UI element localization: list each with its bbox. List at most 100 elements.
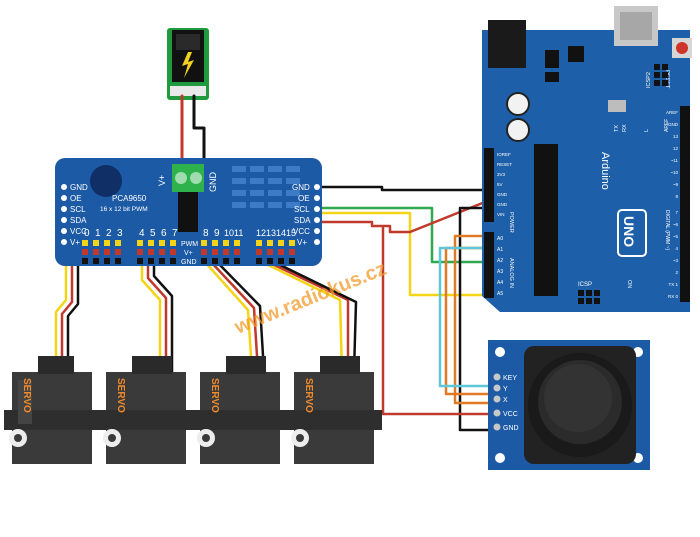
channel-4-label: 4 bbox=[139, 228, 145, 239]
wire-joy-vcc bbox=[381, 226, 496, 416]
pca-header-pins bbox=[82, 240, 295, 264]
channel-3-label: 3 bbox=[117, 228, 123, 239]
pin-a0: A0 bbox=[497, 236, 503, 242]
pca-left-pin-sda: SDA bbox=[70, 216, 87, 225]
pin-d12: 12 bbox=[673, 146, 679, 151]
channel-10-label: 10 bbox=[224, 228, 234, 238]
atmega-chip bbox=[534, 144, 558, 296]
channel-5-label: 5 bbox=[150, 228, 156, 239]
pca-left-pin-gnd: GND bbox=[70, 183, 88, 192]
wire-scl-a5 bbox=[316, 206, 494, 264]
servo-4-label: SERVO bbox=[303, 378, 314, 413]
pca-left-pin-vplus: V+ bbox=[70, 238, 80, 247]
pin-d7: 7 bbox=[675, 210, 678, 215]
pca-left-pins: GND OE SCL SDA VCC V+ bbox=[61, 183, 88, 247]
channel-13-label: 13 bbox=[266, 228, 276, 238]
channel-11-label: 11 bbox=[234, 228, 243, 238]
rx-label: RX bbox=[622, 124, 628, 132]
pin-a3: A3 bbox=[497, 269, 503, 275]
on-label: ON bbox=[626, 280, 632, 288]
pin-d3: ~3 bbox=[673, 258, 679, 263]
uno-logo: UNO bbox=[617, 209, 647, 257]
joystick-pins: KEY Y X VCC GND bbox=[493, 373, 519, 432]
channel-14-label: 14 bbox=[276, 228, 286, 238]
dc-power-jack bbox=[167, 28, 209, 100]
servo-2: SERVO bbox=[98, 356, 194, 464]
pin-rx0: RX 0 bbox=[668, 294, 679, 299]
wires bbox=[54, 94, 496, 432]
pca-capacitor bbox=[90, 165, 122, 197]
servo-1: SERVO bbox=[4, 356, 100, 464]
pin-d2: 2 bbox=[675, 270, 678, 275]
pca-right-pin-gnd: GND bbox=[292, 183, 310, 192]
channel-1-label: 1 bbox=[95, 228, 101, 239]
pin-3v3: 3V3 bbox=[497, 172, 506, 177]
pca-subtitle: 16 x 12 bit PWM bbox=[100, 206, 148, 213]
pca-left-pin-scl: SCL bbox=[70, 205, 86, 214]
pca-chip bbox=[178, 190, 198, 232]
arduino-logo-text: Arduino bbox=[599, 152, 611, 190]
uno-model-text: UNO bbox=[621, 216, 637, 247]
joy-pin-y: Y bbox=[503, 386, 508, 393]
pin-d11: ~11 bbox=[671, 158, 679, 163]
pin-d-gnd: GND bbox=[668, 122, 679, 127]
channel-7-label: 7 bbox=[172, 228, 178, 239]
pca-right-pins: GND OE SCL SDA VCC V+ bbox=[292, 183, 320, 247]
digital-label: DIGITAL (PWM ~) bbox=[664, 210, 670, 250]
pin-d10: ~10 bbox=[670, 170, 678, 175]
terminal-gnd-label: GND bbox=[208, 172, 218, 193]
analog-header: A0 A1 A2 A3 A4 A5 bbox=[484, 232, 503, 298]
digital-header: AREF GND 13 12 ~11 ~10 ~9 8 7 ~6 ~5 4 ~3… bbox=[666, 106, 690, 302]
wire-jack-gnd bbox=[192, 94, 206, 167]
pca-left-pin-oe: OE bbox=[70, 194, 82, 203]
arduino-dc-jack bbox=[488, 20, 526, 68]
pin-reset: RESET bbox=[497, 162, 512, 167]
joystick-module: KEY Y X VCC GND bbox=[488, 340, 650, 470]
pin-tx1: TX 1 bbox=[668, 282, 678, 287]
pin-a4: A4 bbox=[497, 280, 503, 286]
pca-right-pin-vcc: VCC bbox=[293, 227, 310, 236]
tx-label: TX bbox=[614, 125, 620, 132]
channel-8-label: 8 bbox=[203, 228, 209, 239]
wire-sda-a4 bbox=[316, 211, 494, 297]
pin-5v: 5V bbox=[497, 182, 503, 187]
servo-4: SERVO bbox=[286, 356, 382, 464]
pin-d13: 13 bbox=[673, 134, 679, 139]
servo-3-label: SERVO bbox=[209, 378, 220, 413]
joy-pin-key: KEY bbox=[503, 375, 517, 382]
pin-gnd-1: GND bbox=[497, 192, 508, 197]
capacitor-2 bbox=[506, 118, 530, 142]
pin-a5: A5 bbox=[497, 291, 503, 297]
joy-pin-x: X bbox=[503, 397, 508, 404]
channel-0-label: 0 bbox=[84, 228, 90, 239]
l-label: L bbox=[644, 129, 650, 132]
wire-gnd-arduino bbox=[316, 185, 492, 192]
pin-a1: A1 bbox=[497, 247, 503, 253]
terminal-vplus-label: V+ bbox=[157, 175, 167, 186]
pwm-label: PWM bbox=[181, 241, 198, 248]
pca-pwm-labels: PWM V+ GND bbox=[181, 241, 198, 266]
power-label: POWER bbox=[508, 212, 514, 233]
gnd-row-label: GND bbox=[181, 259, 197, 266]
pin-d-aref: AREF bbox=[666, 110, 678, 115]
channel-6-label: 6 bbox=[161, 228, 167, 239]
wire-joy-y bbox=[438, 246, 496, 388]
servo-2-label: SERVO bbox=[115, 378, 126, 413]
lightning-icon bbox=[182, 52, 194, 78]
aref-label: AREF bbox=[664, 119, 670, 132]
pin-vin: VIN bbox=[497, 212, 505, 217]
wire-vcc-5v bbox=[316, 198, 492, 234]
pca-board: V+ GND PCA9650 16 x 12 bit PWM GND OE SC… bbox=[55, 158, 322, 266]
capacitor-1 bbox=[506, 92, 530, 116]
pin-d8: 8 bbox=[675, 194, 678, 199]
pin-d4: 4 bbox=[675, 246, 678, 251]
pca-left-pin-vcc: VCC bbox=[70, 227, 87, 236]
reset-label: RESET bbox=[664, 70, 670, 89]
channel-2-label: 2 bbox=[106, 228, 112, 239]
arduino-uno-board: RESET ICSP 2 TX RX L AREF Arduino UNO DIG… bbox=[482, 6, 692, 312]
pca-right-pin-sda: SDA bbox=[294, 216, 311, 225]
pca-name: PCA9650 bbox=[112, 194, 147, 203]
icsp-label: ICSP bbox=[578, 282, 592, 288]
